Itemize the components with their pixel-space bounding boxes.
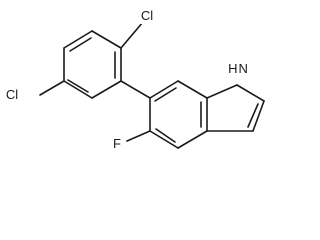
double-bond-inner <box>67 79 89 93</box>
atom-label-f: F <box>113 136 121 151</box>
bond <box>206 84 238 99</box>
chemical-structure: Cl Cl H N F <box>5 8 265 151</box>
bond <box>236 84 265 102</box>
double-bond-inner <box>69 37 92 52</box>
bond <box>91 80 122 99</box>
bond <box>177 130 208 149</box>
bond-to-cl-top <box>120 21 144 49</box>
bond <box>149 130 179 149</box>
atom-label-cl: Cl <box>6 87 18 102</box>
bond-to-f <box>126 130 151 142</box>
bond <box>63 80 93 99</box>
bond <box>177 80 208 99</box>
bond <box>63 30 93 49</box>
pyrrole-ring <box>206 84 265 132</box>
bond-to-cl-left <box>39 80 65 96</box>
dichlorophenyl-ring <box>39 21 144 99</box>
bond <box>149 80 179 99</box>
biaryl-bond <box>120 80 151 99</box>
double-bond-inner <box>247 103 259 128</box>
double-bond-inner <box>154 87 177 102</box>
atom-label-cl: Cl <box>141 8 153 23</box>
bond <box>252 100 265 132</box>
indole-benzene-ring <box>126 80 208 149</box>
bond <box>91 30 122 49</box>
double-bond-inner <box>155 128 176 143</box>
atom-label-nh: H N <box>228 61 248 76</box>
